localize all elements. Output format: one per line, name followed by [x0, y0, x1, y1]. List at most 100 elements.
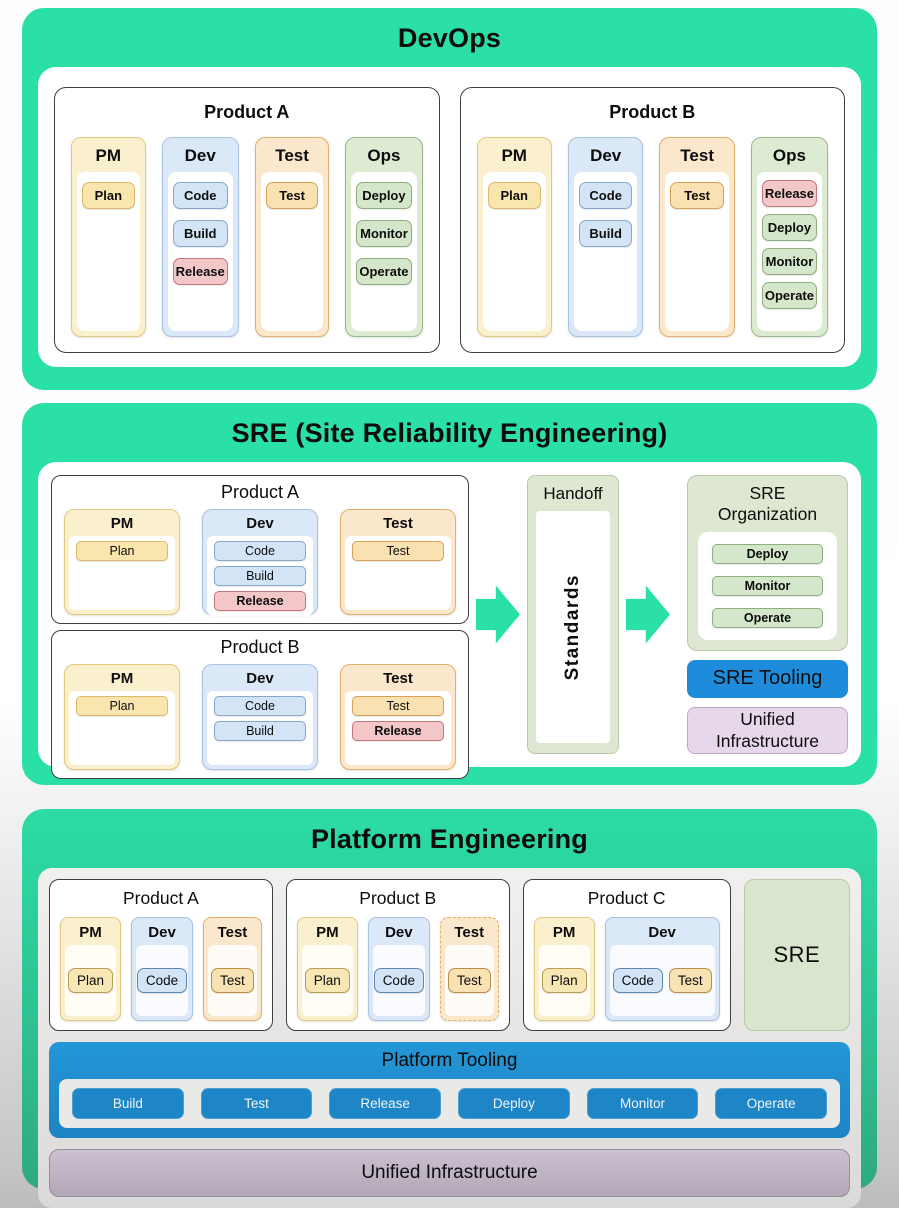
column-body: Test	[260, 172, 324, 331]
column-body: Code Build	[573, 172, 638, 331]
sre-section-title: SRE (Site Reliability Engineering)	[231, 418, 668, 448]
column-body: Code Test	[609, 945, 715, 1016]
column-body: Test	[665, 172, 729, 331]
product-title: Product C	[587, 888, 666, 908]
column-body: Plan	[482, 172, 546, 331]
chip-code: Code	[214, 696, 306, 716]
unified-infrastructure-label: Unified Infrastructure	[715, 708, 820, 752]
column-body: Test	[345, 536, 451, 610]
platform-section: Platform Engineering Product A PM Plan D…	[22, 809, 877, 1208]
chip-operate: Operate	[712, 608, 823, 628]
handoff-body: Standards	[536, 511, 610, 743]
standards-label: Standards	[562, 573, 583, 681]
columns-row: PM Plan Dev Code Test Tes	[296, 917, 499, 1021]
chip-operate: Operate	[761, 282, 818, 309]
columns-row: PM Plan Dev Code Build Release	[64, 509, 456, 616]
column-header: Dev	[385, 924, 413, 941]
chip-release: Release	[172, 258, 228, 285]
pm-column: PM Plan	[71, 137, 146, 337]
product-title: Product B	[609, 102, 696, 122]
chip-test: Test	[211, 968, 254, 993]
column-body: Plan	[65, 945, 117, 1016]
chip-code: Code	[172, 182, 228, 209]
platform-product-c: Product C PM Plan Dev Code Test	[522, 879, 731, 1031]
chip-deploy: Deploy	[712, 544, 823, 564]
chip-build: Build	[172, 220, 228, 247]
chip-test: Test	[670, 182, 724, 209]
tooling-button-monitor: Monitor	[586, 1088, 699, 1119]
column-header: Test	[454, 924, 485, 941]
pm-column: PM Plan	[476, 137, 552, 337]
platform-product-a: Product A PM Plan Dev Code	[49, 879, 273, 1031]
column-header: Test	[217, 924, 248, 941]
test-column: Test Test	[659, 137, 735, 337]
chip-deploy: Deploy	[356, 182, 412, 209]
columns-row: PM Plan Dev Code Test	[533, 917, 720, 1021]
column-header: PM	[110, 515, 134, 532]
column-body: Plan	[538, 945, 590, 1016]
chip-code: Code	[136, 968, 188, 993]
chip-release: Release	[352, 721, 444, 741]
chip-test: Test	[352, 696, 444, 716]
tooling-button-test: Test	[200, 1088, 313, 1119]
column-header: Test	[680, 146, 714, 165]
dev-column: Dev Code Test	[604, 917, 720, 1021]
chip-test: Test	[265, 182, 319, 209]
sre-organization-title: SRE Organization	[717, 483, 818, 524]
handoff-arrow-icon	[626, 585, 670, 644]
chip-release: Release	[761, 180, 818, 207]
column-body: Test	[444, 945, 494, 1016]
column-body: Test	[208, 945, 257, 1016]
column-body: Test Release	[345, 691, 451, 765]
test-column-dashed: Test Test	[439, 917, 499, 1021]
columns-row: PM Plan Dev Code Build Test Test	[476, 137, 829, 337]
chip-plan: Plan	[304, 968, 350, 993]
column-body: Release Deploy Monitor Operate	[756, 172, 823, 331]
chip-release: Release	[214, 591, 306, 611]
test-column: Test Test	[254, 137, 330, 337]
sre-organization-body: Deploy Monitor Operate	[698, 532, 837, 640]
devops-section: Dev Ops Product A PM Plan Dev Code Build …	[22, 8, 877, 390]
dev-column: Dev Code	[131, 917, 194, 1021]
columns-row: PM Plan Dev Code Test Tes	[60, 917, 262, 1021]
devops-panel: Product A PM Plan Dev Code Build Release	[38, 67, 861, 367]
column-header: Ops	[367, 146, 401, 165]
product-title: Product B	[359, 888, 437, 908]
chip-operate: Operate	[356, 258, 412, 285]
handoff-title: Handoff	[543, 484, 603, 503]
column-header: Dev	[184, 146, 216, 165]
ops-column: Ops Deploy Monitor Operate	[345, 137, 423, 337]
chip-deploy: Deploy	[761, 214, 818, 241]
column-header: Dev	[648, 924, 676, 941]
chip-code: Code	[214, 541, 306, 561]
platform-products-row: Product A PM Plan Dev Code	[49, 879, 850, 1031]
tooling-button-deploy: Deploy	[458, 1088, 570, 1119]
chip-monitor: Monitor	[761, 248, 818, 275]
chip-test: Test	[352, 541, 444, 561]
dev-column: Dev Code	[367, 917, 430, 1021]
column-header: Ops	[772, 146, 806, 165]
column-header: Test	[383, 515, 413, 532]
dev-column: Dev Code Build Release	[202, 509, 318, 616]
column-header: PM	[552, 924, 576, 941]
column-body: Code	[372, 945, 425, 1016]
sre-organization-box: SRE Organization Deploy Monitor Operate	[687, 475, 848, 651]
chip-plan: Plan	[541, 968, 587, 993]
column-body: Plan	[77, 172, 140, 331]
chip-code: Code	[612, 968, 663, 993]
tooling-button-release: Release	[329, 1088, 442, 1119]
column-body: Plan	[69, 691, 175, 765]
dev-column: Dev Code Build	[567, 137, 644, 337]
product-title: Product A	[122, 888, 199, 908]
unified-infrastructure-bar: Unified Infrastructure	[49, 1149, 850, 1197]
sre-panel: Product A PM Plan Dev Code Build Releas	[38, 462, 861, 779]
chip-build: Build	[214, 721, 306, 741]
chip-test: Test	[668, 968, 712, 993]
chip-plan: Plan	[76, 541, 168, 561]
platform-product-b: Product B PM Plan Dev Code	[285, 879, 510, 1031]
columns-row: PM Plan Dev Code Build Test	[64, 664, 456, 770]
test-column: Test Test	[203, 917, 262, 1021]
column-header: Dev	[590, 146, 622, 165]
column-header: Test	[383, 670, 413, 687]
unified-infrastructure-box: Unified Infrastructure	[687, 706, 848, 754]
